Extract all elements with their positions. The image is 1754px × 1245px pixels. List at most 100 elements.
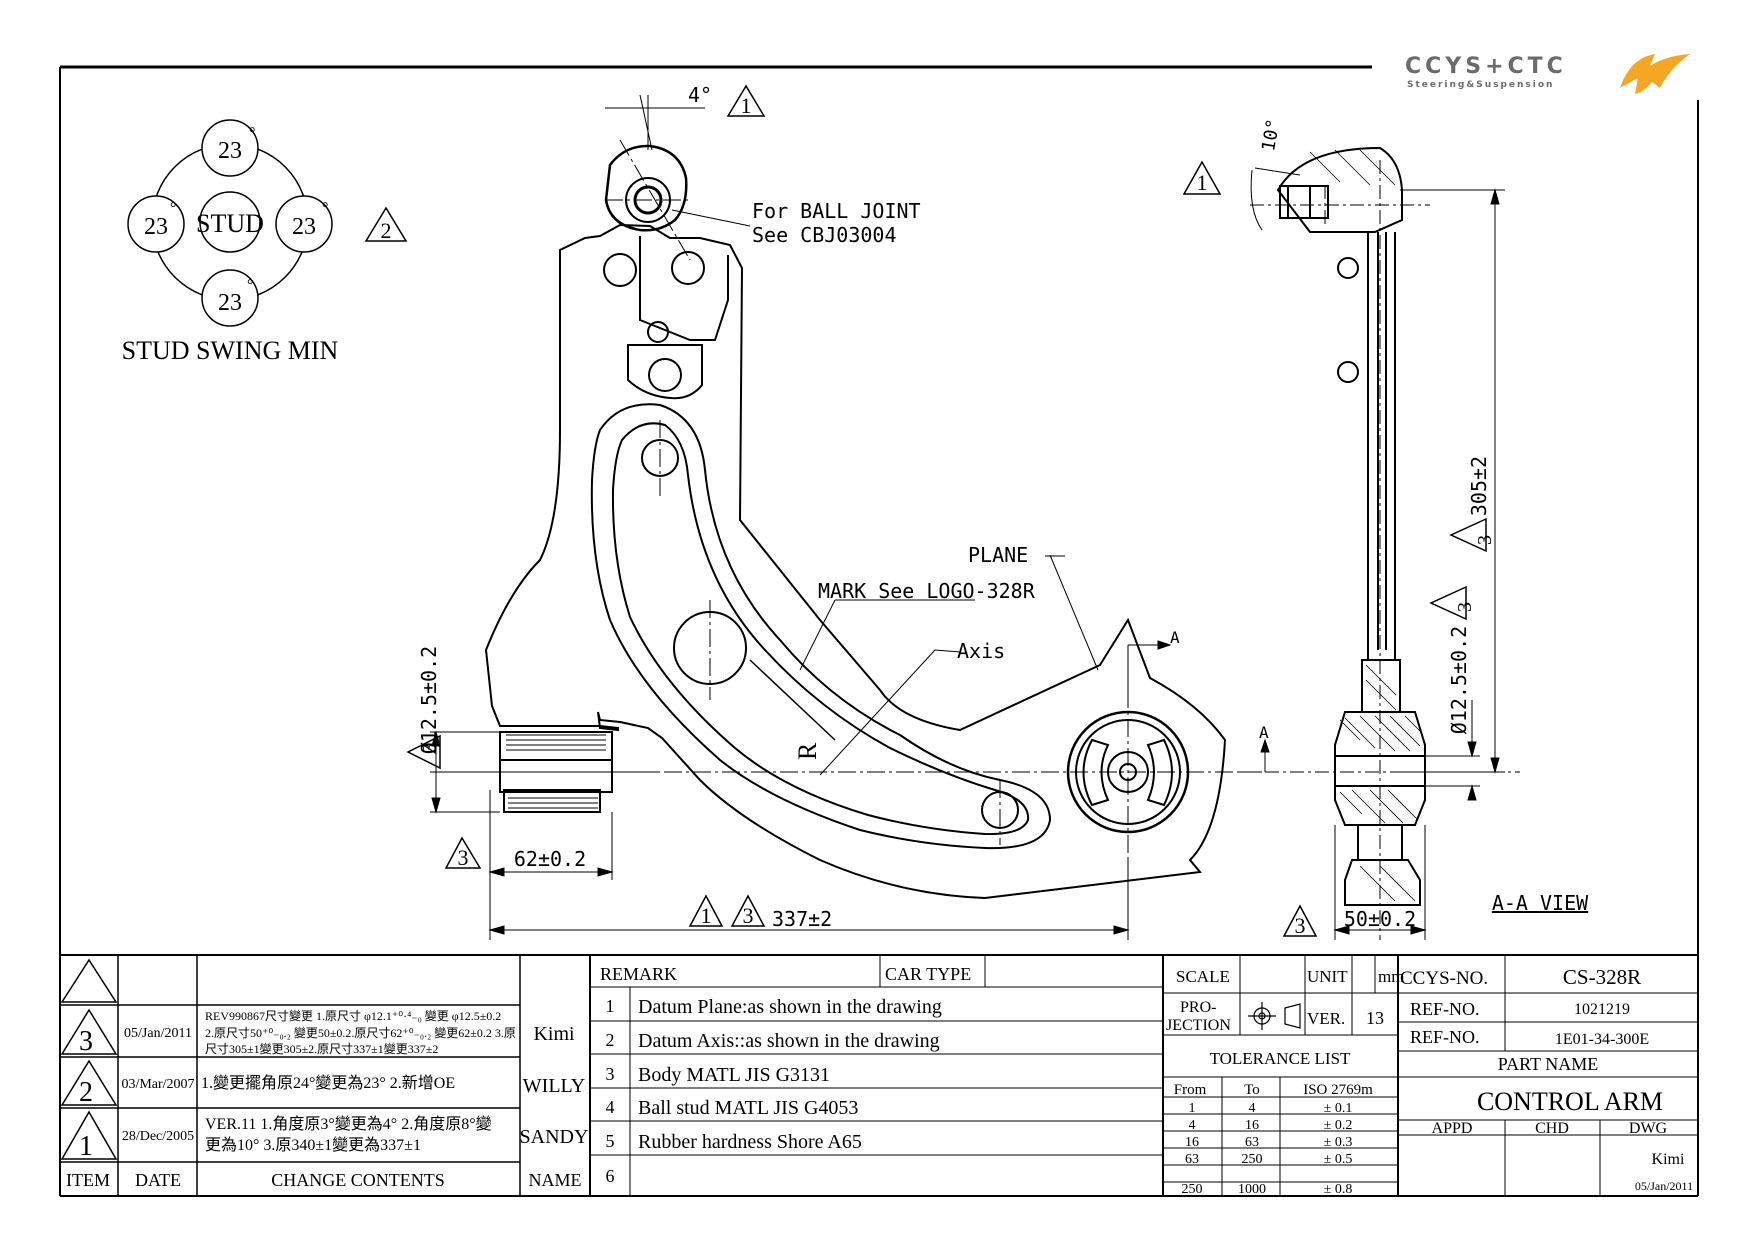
section-a-top: A [1170,628,1180,647]
stud-angle-right: 23 [292,214,316,240]
stud-swing-caption: STUD SWING MIN [122,336,339,365]
svg-text:2: 2 [79,1077,93,1108]
svg-text:VER.11 1.角度原3°變更為4° 2.角度原8°變: VER.11 1.角度原3°變更為4° 2.角度原8°變 [205,1115,492,1133]
revision-row: 2 03/Mar/2007 1.變更擺角原24°變更為23° 2.新增OE WI… [60,1059,585,1108]
ccys-no-label: CCYS-NO. [1400,968,1488,989]
revision-row: 3 05/Jan/2011 REV990867尺寸變更 1.原尺寸 φ12.1⁺… [60,1008,575,1057]
svg-text:3: 3 [606,1064,615,1084]
svg-text:± 0.8: ± 0.8 [1324,1182,1353,1197]
sheet-border [59,65,1699,1197]
svg-text:3: 3 [1295,913,1306,938]
svg-text:Kimi: Kimi [533,1023,575,1045]
stud-deg-right: ° [322,200,328,217]
remark-item: 2 Datum Axis::as shown in the drawing [606,1030,940,1052]
ball-joint-note-2: See CBJ03004 [752,223,897,247]
mark-label: MARK See LOGO-328R [818,579,1036,603]
svg-text:± 0.1: ± 0.1 [1324,1101,1353,1116]
dim-337-rev-triangle-3: 3 [730,894,766,928]
svg-text:3: 3 [743,903,754,928]
svg-text:3: 3 [1474,535,1496,545]
dim-50-rev-triangle: 3 [1282,904,1318,938]
svg-text:03/Mar/2007: 03/Mar/2007 [121,1077,194,1092]
svg-text:± 0.5: ± 0.5 [1324,1152,1353,1167]
svg-text:250: 250 [1182,1182,1203,1197]
dwg-name: Kimi [1652,1151,1685,1168]
logo-wordmark: CCYS+CTC [1405,54,1567,79]
svg-text:± 0.2: ± 0.2 [1324,1118,1353,1133]
svg-text:3: 3 [419,743,441,753]
remark-item: 3 Body MATL JIS G3131 [606,1064,831,1086]
stud-angle-bottom: 23 [218,290,242,316]
center-lines [490,139,1270,930]
svg-text:6: 6 [606,1166,615,1186]
svg-text:16: 16 [1185,1135,1199,1150]
svg-text:Datum Plane:as shown in the dr: Datum Plane:as shown in the drawing [638,996,942,1018]
stud-angle-left: 23 [144,214,168,240]
svg-text:WILLY: WILLY [523,1075,585,1097]
tolerance-row: 4 16 ± 0.2 [1189,1118,1353,1133]
ver-value: 13 [1366,1008,1384,1028]
svg-text:1: 1 [606,996,615,1016]
tolerance-row: 63 250 ± 0.5 [1185,1152,1352,1167]
angle-10-label: 10° [1258,117,1284,153]
stud-swing-diagram [127,119,333,327]
tol-header-iso: ISO 2769m [1303,1082,1373,1098]
ccys-no-value: CS-328R [1563,965,1641,989]
ref-no-label-2: REF-NO. [1410,1027,1480,1047]
svg-text:1: 1 [79,1131,93,1162]
svg-text:Ball stud MATL JIS G4053: Ball stud MATL JIS G4053 [638,1097,858,1119]
projection-label-2: JECTION [1166,1017,1231,1034]
chd-label: CHD [1535,1120,1569,1137]
remark-header: REMARK [600,964,677,984]
tolerance-title: TOLERANCE LIST [1210,1049,1351,1068]
remark-item: 5 Rubber hardness Shore A65 [606,1131,862,1153]
car-type-header: CAR TYPE [885,964,971,984]
side-view-dims [1240,160,1520,940]
angle-4-rev-triangle: 1 [726,84,766,118]
svg-text:63: 63 [1185,1152,1199,1167]
appd-label: APPD [1432,1120,1473,1137]
dwg-date: 05/Jan/2011 [1635,1179,1693,1193]
remark-item: 6 [606,1166,615,1186]
company-logo: CCYS+CTC Steering&Suspension [1405,48,1695,98]
side-view-hatch [1309,149,1423,902]
svg-text:1: 1 [1189,1101,1196,1116]
svg-text:4: 4 [1189,1118,1196,1133]
dim-62-label: 62±0.2 [514,847,586,871]
svg-text:3: 3 [1454,602,1476,612]
angle-4-label: 4° [688,83,712,107]
revision-row: 1 28/Dec/2005 VER.11 1.角度原3°變更為4° 2.角度原8… [60,1110,589,1162]
tolerance-row: 16 63 ± 0.3 [1185,1135,1352,1150]
dim-50-label: 50±0.2 [1344,907,1416,931]
rev-header-name: NAME [529,1170,582,1190]
part-name-label: PART NAME [1498,1054,1598,1074]
svg-text:5: 5 [606,1131,615,1151]
stud-label: STUD [196,209,264,238]
unit-label: UNIT [1307,967,1348,986]
svg-text:1: 1 [1197,170,1208,195]
svg-text:4: 4 [1249,1101,1256,1116]
svg-text:Rubber hardness Shore A65: Rubber hardness Shore A65 [638,1131,862,1153]
projection-label-1: PRO- [1180,999,1216,1016]
dia-left-label: Ø12.5±0.2 [417,646,441,754]
rev-header-date: DATE [135,1170,181,1190]
projection-symbol-icon [1248,1002,1301,1030]
section-a-right: A [1259,723,1269,742]
svg-text:2.原尺寸50⁺⁰₋₀.₂ 變更50±0.2.原尺寸62⁺⁰: 2.原尺寸50⁺⁰₋₀.₂ 變更50±0.2.原尺寸62⁺⁰₋₀.₂ 變更62±… [205,1025,516,1040]
svg-text:尺寸305±1變更305±2.原尺寸337±1變更337±2: 尺寸305±1變更305±2.原尺寸337±1變更337±2 [205,1041,438,1056]
dia-right-rev-triangle: 3 [1429,585,1476,621]
plane-label: PLANE [968,543,1028,567]
part-name-value: CONTROL ARM [1477,1087,1663,1116]
svg-text:250: 250 [1242,1152,1263,1167]
svg-text:Datum Axis::as shown in the dr: Datum Axis::as shown in the drawing [638,1030,940,1052]
svg-text:SANDY: SANDY [520,1126,589,1148]
svg-text:Body MATL JIS G3131: Body MATL JIS G3131 [638,1064,830,1086]
svg-text:3: 3 [458,845,469,870]
ver-label: VER. [1307,1009,1345,1028]
tolerance-row: 250 1000 ± 0.8 [1182,1182,1353,1197]
dia-left-rev-triangle: 3 [406,734,441,770]
rev-header-contents: CHANGE CONTENTS [271,1170,445,1190]
dwg-label: DWG [1629,1120,1668,1137]
tolerance-row: 1 4 ± 0.1 [1189,1101,1353,1116]
scale-label: SCALE [1176,967,1230,986]
